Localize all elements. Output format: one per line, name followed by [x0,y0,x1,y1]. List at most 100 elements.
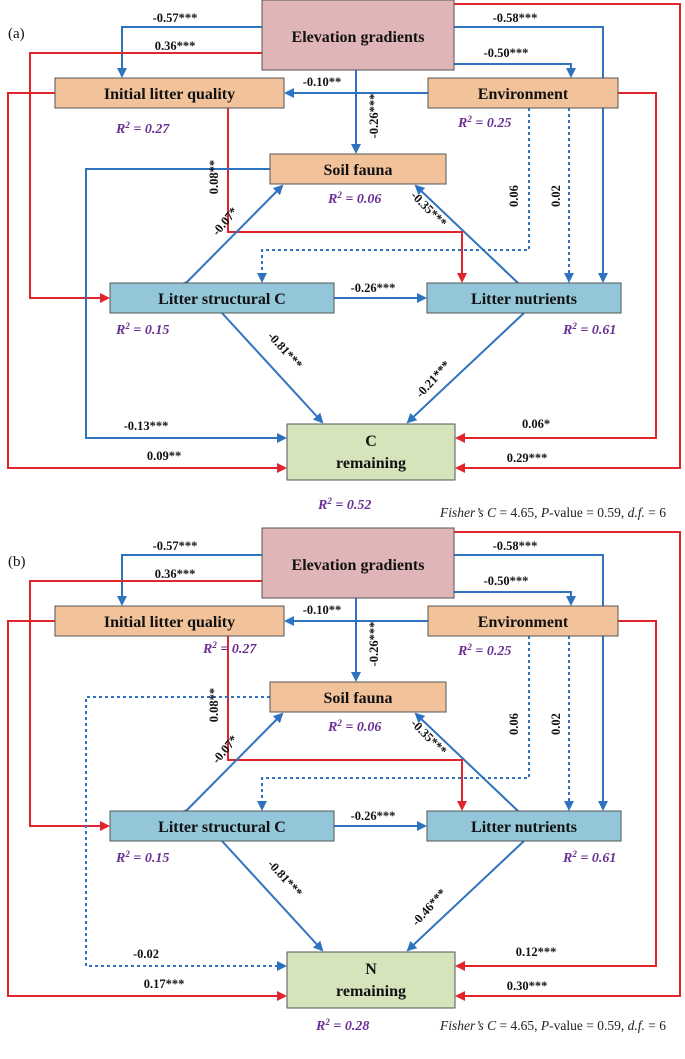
r2-environment: R2 = 0.25 [457,642,511,659]
r2-structural-c: R2 = 0.15 [115,849,169,866]
node-label-soil-fauna: Soil fauna [324,162,393,179]
node-label-elevation: Elevation gradients [292,29,425,46]
fisher-statistic: Fisher’s C = 4.65, P-value = 0.59, d.f. … [439,505,666,520]
path-nutrients-fauna [414,712,519,812]
path-fauna-structural [177,184,284,292]
path-elevation-nutrients [454,554,608,811]
node-label-remaining-bottom: remaining [336,983,406,1000]
r2-environment: R2 = 0.25 [457,114,511,131]
node-label-remaining-bottom: remaining [336,455,406,472]
coef-elev-remaining: 0.29*** [507,451,548,465]
coef-elev-fauna: -0.26*** [367,622,381,667]
node-litter-quality [54,77,285,109]
path-elevation-nutrients [454,26,608,283]
path-elevation-environment [454,63,576,78]
path-nutrients-remaining [406,840,525,952]
node-soil-fauna [269,153,447,185]
r2-litter-quality: R2 = 0.27 [115,120,170,137]
path-environment-remaining [455,620,657,971]
node-label-elevation: Elevation gradients [292,557,425,574]
path-structural-remaining [221,840,324,952]
r2-remaining: R2 = 0.52 [317,496,371,513]
path-nutrients-fauna [414,184,519,284]
r2-structural-c: R2 = 0.15 [115,321,169,338]
fisher-statistic: Fisher’s C = 4.65, P-value = 0.59, d.f. … [439,1018,666,1033]
r2-remaining: R2 = 0.28 [315,1017,369,1034]
coef-fauna-remaining: -0.13*** [124,419,169,433]
coef-env-structural: 0.06 [507,713,521,735]
node-structural-c [109,282,335,314]
coef-quality-nutrients: 0.08** [207,688,221,722]
node-label-structural-c: Litter structural C [158,291,286,308]
coef-elev-fauna: -0.26*** [367,94,381,139]
node-nutrients [426,282,622,314]
node-environment [427,605,619,637]
coef-nutrients-fauna: -0.35*** [408,188,450,230]
node-environment [427,77,619,109]
path-elevation-remaining [454,531,681,1001]
r2-soil-fauna: R2 = 0.06 [327,718,381,735]
coef-elev-quality: -0.57*** [153,539,198,553]
coef-elev-structural: 0.36*** [155,567,196,581]
node-label-remaining-top: N [365,961,377,978]
coef-elev-env: -0.50*** [484,46,529,60]
coef-env-quality: -0.10** [303,75,342,89]
coef-structural-nutrients: -0.26*** [351,281,396,295]
path-fauna-remaining [85,696,287,971]
node-elevation [261,527,455,599]
node-soil-fauna [269,681,447,713]
path-elevation-environment [454,591,576,606]
path-fauna-remaining [85,168,287,443]
path-elevation-structural [29,52,262,303]
node-label-litter-quality: Initial litter quality [104,86,235,103]
r2-nutrients: R2 = 0.61 [562,849,616,866]
coef-structural-nutrients: -0.26*** [351,809,396,823]
node-label-nutrients: Litter nutrients [471,819,577,836]
path-elevation-structural [29,580,262,831]
node-label-environment: Environment [478,614,569,631]
coef-fauna-remaining: -0.02 [133,947,159,961]
coef-env-quality: -0.10** [303,603,342,617]
node-litter-quality [54,605,285,637]
coef-env-remaining: 0.06* [522,417,550,431]
coef-elev-nutrients: -0.58*** [493,11,538,25]
path-structural-remaining [221,312,324,424]
coef-env-remaining: 0.12*** [516,945,557,959]
coef-env-structural: 0.06 [507,185,521,207]
panel-label: (a) [8,26,25,42]
r2-litter-quality: R2 = 0.27 [202,640,257,657]
coef-elev-env: -0.50*** [484,574,529,588]
coef-nutrients-remaining: -0.21*** [413,358,453,401]
path-environment-remaining [455,92,657,443]
coef-env-nutrients: 0.02 [549,713,563,735]
r2-nutrients: R2 = 0.61 [562,321,616,338]
path-quality-remaining [7,620,287,1001]
node-label-soil-fauna: Soil fauna [324,690,393,707]
coef-quality-nutrients: 0.08** [207,160,221,194]
node-nutrients [426,810,622,842]
panel-label: (b) [8,554,26,570]
coef-quality-remaining: 0.17*** [144,977,185,991]
path-nutrients-remaining [406,312,525,424]
coef-elev-nutrients: -0.58*** [493,539,538,553]
coef-nutrients-remaining: -0.46*** [409,886,449,929]
path-elevation-quality [117,26,262,78]
node-remaining [286,951,456,1009]
path-fauna-structural [177,712,284,820]
node-label-nutrients: Litter nutrients [471,291,577,308]
node-structural-c [109,810,335,842]
node-label-structural-c: Litter structural C [158,819,286,836]
coef-elev-remaining: 0.30*** [507,979,548,993]
r2-soil-fauna: R2 = 0.06 [327,190,381,207]
node-elevation [261,0,455,71]
coef-quality-remaining: 0.09** [147,449,181,463]
coef-elev-quality: -0.57*** [153,11,198,25]
node-label-remaining-top: C [365,433,377,450]
coef-elev-structural: 0.36*** [155,39,196,53]
path-elevation-remaining [454,3,681,473]
coef-env-nutrients: 0.02 [549,185,563,207]
